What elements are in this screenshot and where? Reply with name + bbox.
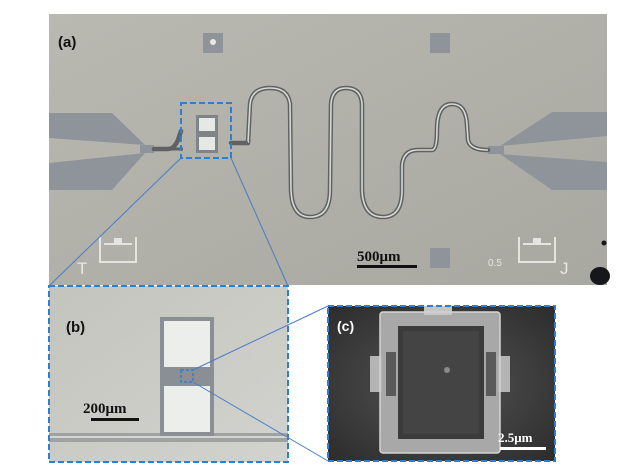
right-pad-upper [500, 112, 607, 146]
zoom-line-left [48, 157, 182, 287]
right-pad-neck [488, 146, 504, 154]
right-pad-lower [500, 154, 607, 190]
alignment-marker [430, 248, 450, 268]
corner-marker-left [99, 237, 137, 263]
feed-line-b-center [49, 436, 288, 438]
alignment-marker-dot [210, 39, 216, 45]
device-upper-pad-b [164, 321, 210, 367]
small-number: 0.5 [488, 258, 502, 269]
scale-bar-b [91, 418, 139, 421]
panel-b-label: (b) [66, 319, 85, 336]
panel-c-label: (c) [337, 318, 354, 334]
sem-left-slot [386, 352, 396, 396]
alignment-marker [430, 33, 450, 53]
zoom-box-a [180, 102, 232, 159]
scale-bar-a-label: 500μm [357, 249, 401, 265]
device-lower-pad-b [164, 386, 210, 432]
scale-bar-c [500, 447, 546, 450]
sem-inner-core [403, 331, 479, 434]
sem-left-arm [370, 356, 382, 392]
device-lower-pad [199, 137, 215, 150]
left-pad-upper [49, 113, 145, 145]
corner-mark-left: T [77, 259, 87, 278]
left-pad-neck [140, 145, 154, 153]
panel-c: (c) 2.5μm [327, 305, 556, 462]
sem-edge-glow [379, 311, 501, 454]
panel-b: (b) 200μm [48, 285, 289, 463]
panel-a-label: (a) [58, 34, 76, 51]
panel-b-border [48, 285, 289, 463]
scale-bar-b-label: 200μm [83, 401, 127, 417]
meander-line-center [247, 87, 489, 218]
sem-particle [444, 367, 450, 373]
contamination-dot [601, 240, 607, 246]
panel-c-border [327, 305, 556, 462]
corner-marker-right [518, 237, 556, 263]
device-upper-pad [199, 118, 215, 131]
sem-right-slot [486, 352, 496, 396]
scale-bar-c-label: 2.5μm [498, 430, 533, 445]
left-pad-lower [49, 153, 145, 190]
contamination-spot [590, 267, 610, 285]
zoom-line-upper [192, 305, 329, 371]
sem-right-arm [498, 356, 510, 392]
scale-bar-a [357, 265, 417, 268]
corner-mark-right: J [560, 259, 569, 278]
sem-top-tab [424, 306, 452, 315]
zoom-line-lower [192, 381, 329, 462]
panel-a: (a) T J 0.5 500μm [49, 14, 610, 285]
zoom-box-b [180, 369, 194, 383]
zoom-line-right [230, 157, 289, 287]
